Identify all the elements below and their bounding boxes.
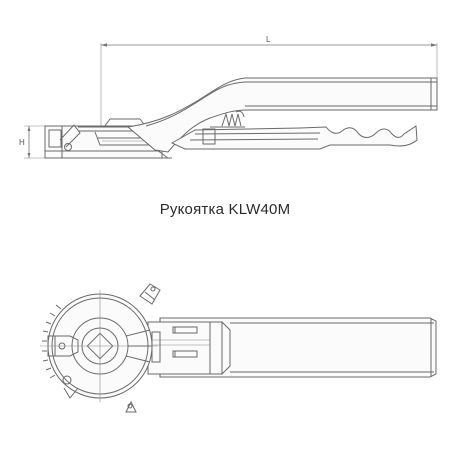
angle-scale [42,304,62,379]
rotary-head [40,283,161,413]
height-label: H [19,138,25,147]
drawing-caption: Рукоятка KLW40M [159,201,291,218]
lever-arm [126,77,438,153]
spring [210,110,245,128]
length-label: L [266,35,271,44]
trigger-grip [170,125,418,150]
height-dimension: H [19,125,45,159]
latch-block [147,321,231,375]
